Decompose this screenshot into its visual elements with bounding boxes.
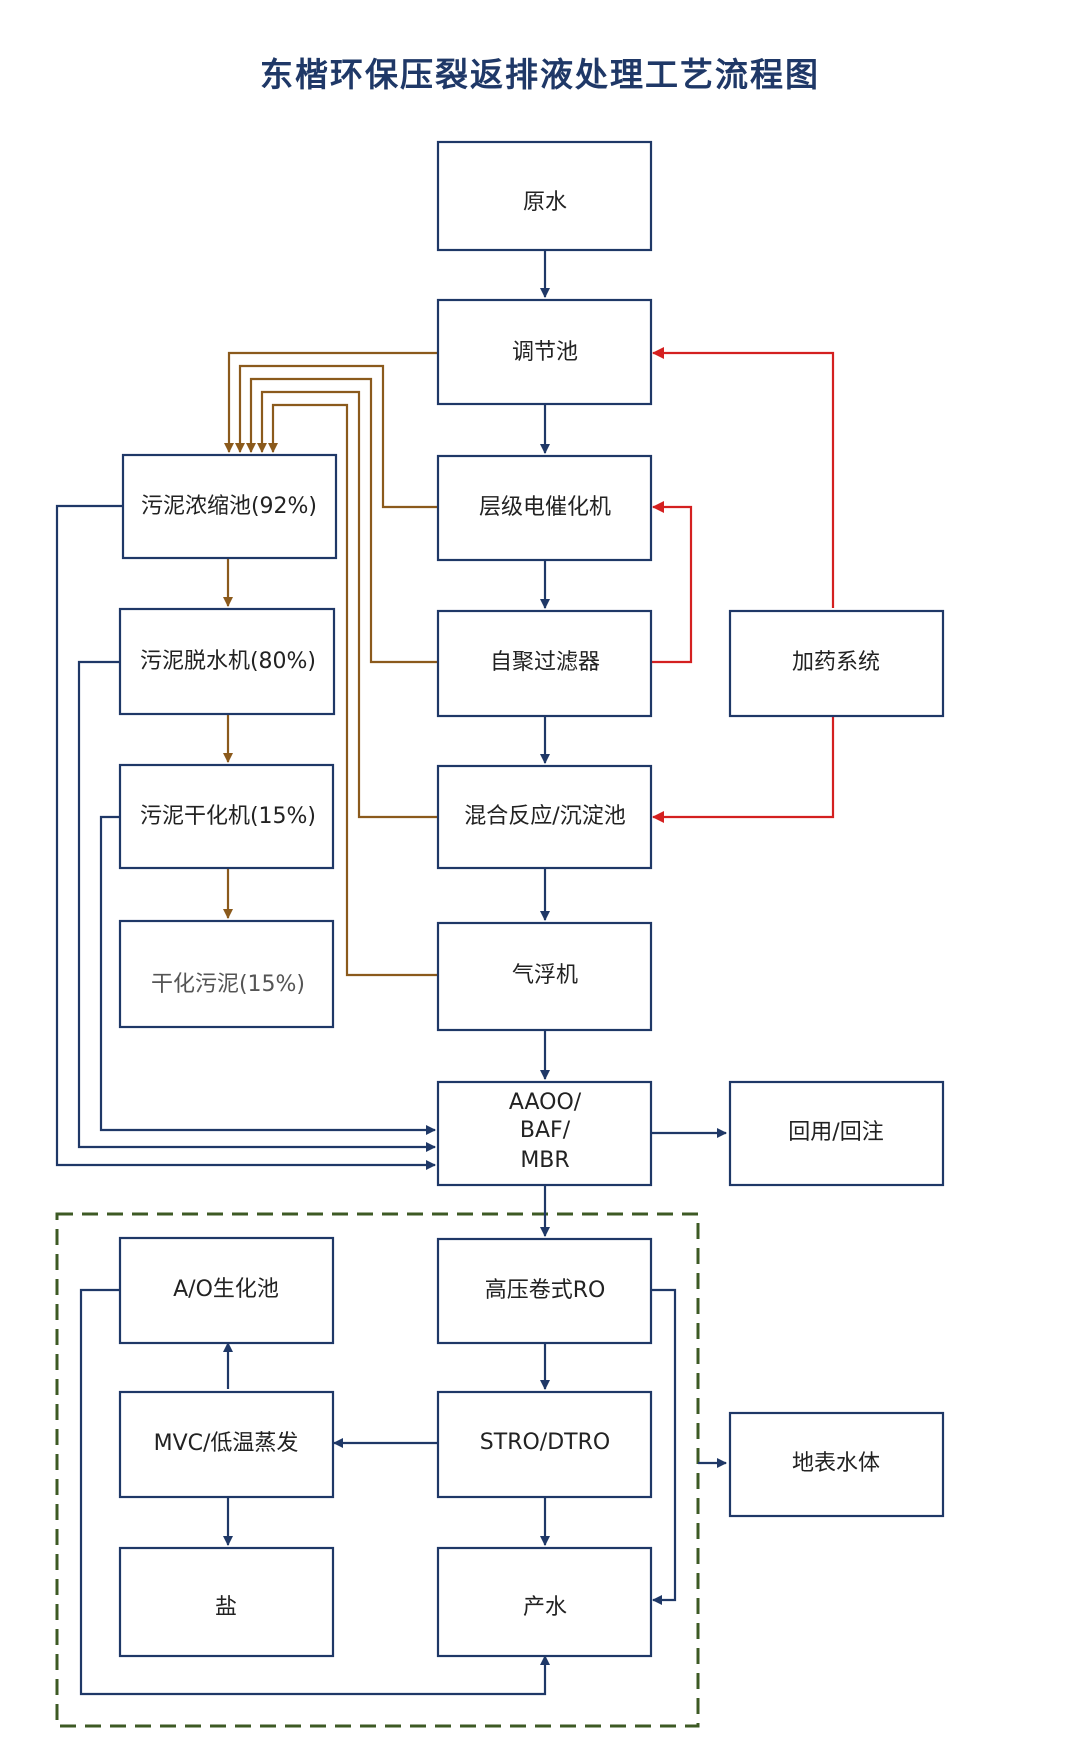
svg-text:MVC/低温蒸发: MVC/低温蒸发 xyxy=(154,1431,299,1456)
return-dewater-to-biological xyxy=(77,660,436,1152)
return-thickener-to-biological xyxy=(55,504,436,1170)
svg-text:污泥浓缩池(92%): 污泥浓缩池(92%) xyxy=(141,494,317,519)
node-mvc-evaporation: MVC/低温蒸发 xyxy=(118,1390,335,1499)
svg-text:污泥脱水机(80%): 污泥脱水机(80%) xyxy=(140,649,316,674)
svg-text:层级电催化机: 层级电催化机 xyxy=(479,495,611,520)
dosing-flow-connectors xyxy=(651,347,835,823)
svg-text:BAF/: BAF/ xyxy=(520,1118,571,1143)
svg-text:调节池: 调节池 xyxy=(512,340,578,365)
svg-text:原水: 原水 xyxy=(523,190,567,215)
main-flow-connectors xyxy=(55,250,727,1696)
node-ao-tank: A/O生化池 xyxy=(118,1236,335,1345)
node-dried-sludge: 干化污泥(15%) xyxy=(118,919,335,1029)
sludge-flow-connectors xyxy=(223,351,438,977)
node-biological: AAOO/ BAF/ MBR xyxy=(436,1080,653,1187)
svg-text:盐: 盐 xyxy=(215,1595,237,1620)
node-sludge-thickener: 污泥浓缩池(92%) xyxy=(121,453,338,560)
node-mix-settle: 混合反应/沉淀池 xyxy=(436,764,653,870)
node-electrocatalysis: 层级电催化机 xyxy=(436,454,653,562)
filter-recycle-to-electrocatalysis xyxy=(651,501,693,664)
svg-text:STRO/DTRO: STRO/DTRO xyxy=(480,1430,610,1455)
node-flotation: 气浮机 xyxy=(436,921,653,1032)
dosing-to-equalization xyxy=(652,347,835,608)
svg-text:AAOO/: AAOO/ xyxy=(509,1090,582,1115)
svg-text:高压卷式RO: 高压卷式RO xyxy=(485,1278,606,1303)
sludge-from-filter xyxy=(246,377,438,664)
node-sludge-dryer: 污泥干化机(15%) xyxy=(118,763,335,870)
svg-text:MBR: MBR xyxy=(520,1148,569,1173)
node-reuse: 回用/回注 xyxy=(728,1080,945,1187)
svg-text:A/O生化池: A/O生化池 xyxy=(173,1277,279,1302)
svg-text:气浮机: 气浮机 xyxy=(512,963,578,988)
svg-text:地表水体: 地表水体 xyxy=(792,1451,880,1476)
page-title: 东楷环保压裂返排液处理工艺流程图 xyxy=(260,55,820,94)
node-stro-dtro: STRO/DTRO xyxy=(436,1390,653,1499)
node-salt: 盐 xyxy=(118,1546,335,1658)
svg-text:混合反应/沉淀池: 混合反应/沉淀池 xyxy=(464,804,625,829)
svg-text:污泥干化机(15%): 污泥干化机(15%) xyxy=(140,804,316,829)
sludge-from-flotation xyxy=(268,403,438,977)
svg-text:自聚过滤器: 自聚过滤器 xyxy=(490,650,600,675)
advanced-treatment-region xyxy=(55,1212,700,1728)
node-sludge-dewater: 污泥脱水机(80%) xyxy=(118,607,336,716)
node-equalization-tank: 调节池 xyxy=(436,298,653,406)
sludge-from-electrocatalysis xyxy=(235,364,438,509)
node-self-filter: 自聚过滤器 xyxy=(436,609,653,718)
node-surface-water: 地表水体 xyxy=(728,1411,945,1518)
svg-text:回用/回注: 回用/回注 xyxy=(788,1120,883,1145)
svg-text:加药系统: 加药系统 xyxy=(792,650,880,675)
sludge-from-settle xyxy=(257,390,438,819)
node-dosing-system: 加药系统 xyxy=(728,609,945,718)
flow-ro-to-product xyxy=(651,1288,677,1605)
node-high-pressure-ro: 高压卷式RO xyxy=(436,1237,653,1345)
sludge-from-equalization xyxy=(224,351,438,453)
dosing-to-settle xyxy=(652,716,835,823)
svg-text:干化污泥(15%): 干化污泥(15%) xyxy=(151,972,305,997)
svg-text:产水: 产水 xyxy=(523,1595,567,1620)
return-dryer-to-biological xyxy=(99,815,436,1135)
node-product-water: 产水 xyxy=(436,1546,653,1658)
flow-ao-to-product xyxy=(79,1288,550,1696)
node-raw-water: 原水 xyxy=(436,140,653,252)
